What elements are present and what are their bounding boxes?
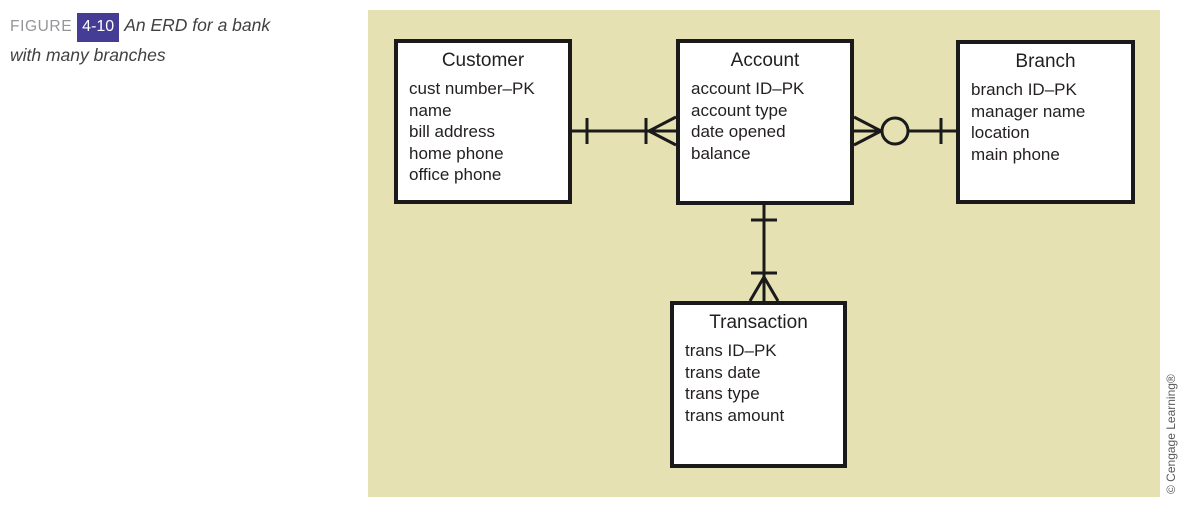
entity-attribute: date opened xyxy=(691,122,786,141)
entity-attribute: bill address xyxy=(409,122,495,141)
entity-attribute: home phone xyxy=(409,143,504,163)
optional-circle-icon xyxy=(880,116,910,146)
entity-transaction: Transaction trans ID–PK trans date trans… xyxy=(670,301,847,468)
entity-attribute-list: cust number–PK name bill address home ph… xyxy=(398,78,568,186)
crow-foot-icon xyxy=(748,276,780,302)
relationship-connectors xyxy=(572,115,956,302)
entity-attribute: trans ID–PK xyxy=(685,341,777,360)
connector-customer-account xyxy=(572,115,677,147)
figure-label: FIGURE xyxy=(10,18,73,35)
entity-attribute-list: trans ID–PK trans date trans type trans … xyxy=(674,340,843,426)
connector-account-transaction xyxy=(748,205,780,302)
entity-attribute: branch ID–PK xyxy=(971,80,1077,99)
entity-account: Account account ID–PK account type date … xyxy=(676,39,854,205)
entity-attribute: trans type xyxy=(685,384,760,403)
crow-foot-icon xyxy=(648,115,677,147)
crow-foot-icon xyxy=(853,115,882,147)
entity-title: Branch xyxy=(1015,51,1076,72)
entity-attribute: name xyxy=(409,100,452,120)
entity-title: Account xyxy=(730,50,800,71)
entity-attribute: account ID–PK xyxy=(691,79,805,98)
entity-attribute-list: account ID–PK account type date opened b… xyxy=(680,78,850,164)
entity-branch: Branch branch ID–PK manager name locatio… xyxy=(956,40,1135,204)
entity-attribute: trans date xyxy=(685,362,761,382)
figure-number-badge: 4-10 xyxy=(77,13,120,42)
entity-attribute: location xyxy=(971,123,1030,142)
copyright-credit: © Cengage Learning® xyxy=(1164,374,1178,494)
entity-attribute: office phone xyxy=(409,165,502,184)
figure-caption-line1: An ERD for a bank xyxy=(124,15,271,35)
entity-title: Customer xyxy=(441,50,525,71)
entity-title: Transaction xyxy=(709,312,808,333)
entity-attribute-list: branch ID–PK manager name location main … xyxy=(960,79,1131,165)
entity-attribute: manager name xyxy=(971,101,1086,121)
erd-diagram-panel: Customer cust number–PK name bill addres… xyxy=(368,10,1160,497)
connector-account-branch xyxy=(853,115,956,147)
entity-attribute: balance xyxy=(691,143,751,163)
entity-attribute: trans amount xyxy=(685,405,785,425)
entity-attribute: main phone xyxy=(971,144,1060,164)
entity-attribute: account type xyxy=(691,100,788,120)
entity-attribute: cust number–PK xyxy=(409,79,535,98)
entity-customer: Customer cust number–PK name bill addres… xyxy=(394,39,572,204)
figure-caption-line2: with many branches xyxy=(10,45,166,65)
